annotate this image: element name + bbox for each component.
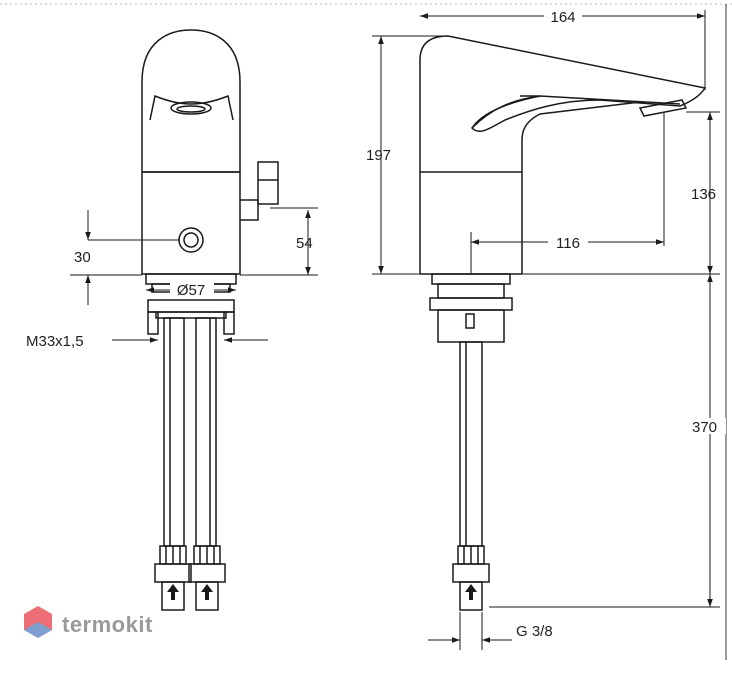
front-stud-right [223,311,235,335]
label-197: 197 [366,147,391,164]
front-body [141,171,241,275]
hose-left [163,317,185,547]
dimension-labels: 164 197 136 116 370 30 54 Ø57 M33x1,5 G … [26,8,726,640]
flow-arrows [167,584,213,600]
hose-right [195,317,217,547]
label-370: 370 [692,419,717,436]
connector-right-nut [188,563,226,583]
label-116: 116 [556,235,580,252]
front-dimensions [70,207,318,343]
connector-left-body [161,581,185,611]
sensor-inner-icon [183,232,199,248]
flow-arrow-up-icon [167,584,179,600]
label-136: 136 [691,186,716,203]
flow-arrow-up-icon [201,584,213,600]
side-spout-underside [471,95,681,129]
label-30: 30 [74,249,91,266]
front-view [141,29,279,611]
side-nut [437,309,505,343]
connector-right-body [195,581,219,611]
aerator-outlet [170,101,212,115]
label-370-bg [690,418,726,434]
side-connector-nut [452,563,490,583]
label-54: 54 [296,235,313,252]
side-body-right [521,101,641,274]
label-g38: G 3/8 [516,623,553,640]
lever-stem [240,199,259,221]
watermark-brand: termokit [62,612,153,637]
connector-left-nut [154,563,192,583]
label-116-bg [548,234,588,250]
front-nut [155,311,227,319]
label-164: 164 [550,9,575,26]
lever-handle [257,161,279,205]
label-57-bg [170,281,214,297]
label-164-bg [544,8,582,24]
termokit-logo-icon [24,606,52,638]
side-aerator [638,99,688,117]
front-stud-left [147,311,159,335]
side-connector-body [459,581,483,611]
flow-arrow-up-icon [465,584,477,600]
side-hose [459,341,483,547]
watermark: termokit [24,606,153,638]
sensor-icon [178,227,204,253]
side-view [419,35,707,611]
side-dimensions [372,10,720,650]
side-washer [429,297,513,311]
front-washer [147,299,235,313]
label-57: Ø57 [177,282,205,299]
front-head-outline [141,29,241,172]
side-stud [465,313,475,329]
side-base-ring-lower [437,283,505,299]
front-notch [149,94,234,121]
label-m33: M33x1,5 [26,333,84,350]
side-base-ring [431,273,511,285]
aerator-inner [176,105,206,113]
